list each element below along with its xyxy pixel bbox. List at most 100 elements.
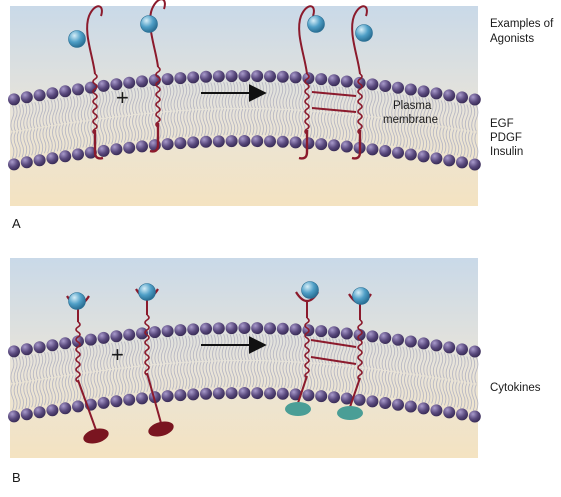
- lipid-head: [328, 391, 340, 404]
- lipid-head: [110, 395, 123, 408]
- lipid-head: [110, 330, 123, 343]
- lipid-head: [97, 79, 110, 92]
- ligand: [307, 15, 325, 33]
- panel-a-letter: A: [12, 216, 21, 231]
- lipid-head: [200, 322, 212, 335]
- cytokine-receptor: [135, 288, 174, 437]
- lipid-head: [302, 389, 315, 402]
- lipid-head: [72, 400, 84, 413]
- lipid-head: [174, 72, 187, 85]
- lipid-head: [366, 395, 379, 408]
- panel-b: [8, 258, 481, 458]
- lipid-head: [161, 138, 174, 151]
- lipid-head: [430, 87, 443, 100]
- lipid-head: [379, 396, 392, 409]
- lipid-head: [264, 322, 276, 335]
- lipid-head: [59, 337, 72, 350]
- lipid-head: [276, 70, 289, 83]
- ligand: [138, 283, 156, 301]
- cytokine-receptor: [285, 291, 319, 416]
- lipid-head: [251, 135, 264, 148]
- lipid-head: [379, 331, 392, 344]
- lipid-head: [392, 398, 404, 411]
- lipid-tails: [10, 81, 479, 159]
- associated-kinase: [83, 428, 109, 444]
- lipid-head: [328, 74, 340, 87]
- lipid-head: [456, 408, 468, 421]
- lipid-head: [123, 393, 136, 406]
- lipid-head: [200, 135, 212, 148]
- associated-kinase: [337, 406, 363, 420]
- lipid-head: [72, 83, 84, 96]
- lipid-head: [8, 158, 20, 171]
- ligand: [68, 30, 86, 48]
- dimer-crosslink: [311, 107, 357, 113]
- lipid-head: [161, 390, 174, 403]
- lipid-head: [46, 404, 59, 417]
- lipid-head: [238, 135, 251, 148]
- receptor-transmembrane-helix: [357, 319, 363, 381]
- lipid-head: [212, 70, 225, 83]
- associated-kinase: [148, 421, 174, 437]
- lipid-head: [443, 341, 456, 354]
- lipid-head: [315, 73, 328, 86]
- lipid-head: [340, 140, 353, 153]
- lipid-head: [136, 140, 148, 153]
- lipid-head: [136, 75, 148, 88]
- lipid-head: [315, 325, 328, 338]
- lipid-head: [174, 137, 187, 150]
- receptor-transmembrane-helix: [155, 66, 161, 128]
- receptor-transmembrane-helix: [304, 73, 310, 135]
- lipid-head: [136, 392, 148, 405]
- lipid-heads: [8, 322, 481, 423]
- panel-a: [8, 0, 481, 206]
- lipid-head: [200, 387, 212, 400]
- plus-sign-a: +: [116, 85, 129, 110]
- lipid-head: [8, 410, 20, 423]
- lipid-head: [187, 388, 200, 401]
- ligand: [355, 24, 373, 42]
- lipid-head: [276, 387, 289, 400]
- lipid-head: [123, 328, 136, 341]
- lipid-head: [33, 154, 46, 167]
- lipid-head: [276, 322, 289, 335]
- lipid-head: [110, 143, 123, 156]
- lipid-head: [264, 135, 276, 148]
- lipid-head: [443, 406, 456, 419]
- lipid-head: [456, 156, 468, 169]
- lipid-head: [33, 406, 46, 419]
- dimer-crosslink: [311, 91, 357, 97]
- receptor-extracellular-domain: [149, 0, 166, 68]
- lipid-head: [187, 71, 200, 84]
- receptor-cytoplasmic-tail: [351, 130, 362, 160]
- lipid-head: [417, 337, 430, 350]
- receptor-extracellular-domain: [86, 5, 103, 75]
- lipid-head: [328, 326, 340, 339]
- lipid-head: [20, 343, 33, 356]
- lipid-head: [392, 81, 404, 94]
- agonists-header-line1: Examples of: [490, 18, 554, 30]
- receptor-cytoplasmic-tail: [298, 130, 309, 160]
- agonist-egf: EGF: [490, 118, 514, 130]
- lipid-head: [417, 402, 430, 415]
- lipid-head: [161, 73, 174, 86]
- lipid-head: [212, 135, 225, 148]
- lipid-head: [136, 327, 148, 340]
- lipid-head: [174, 324, 187, 337]
- lipid-head: [33, 89, 46, 102]
- receptor-transmembrane-helix: [357, 73, 363, 135]
- lipid-head: [46, 87, 59, 100]
- lipid-head: [456, 91, 468, 104]
- lipid-head: [72, 148, 84, 161]
- lipid-head: [417, 85, 430, 98]
- lipid-head: [97, 144, 110, 157]
- lipid-head: [251, 322, 264, 335]
- watermark: 知乎 @lcy19712018: [398, 465, 520, 480]
- lipid-head: [417, 150, 430, 163]
- lipid-head: [289, 388, 302, 401]
- receptor-cytoplasmic-tail: [349, 377, 361, 408]
- lipid-head: [20, 156, 33, 169]
- lipid-head: [174, 389, 187, 402]
- lipid-head: [59, 150, 72, 163]
